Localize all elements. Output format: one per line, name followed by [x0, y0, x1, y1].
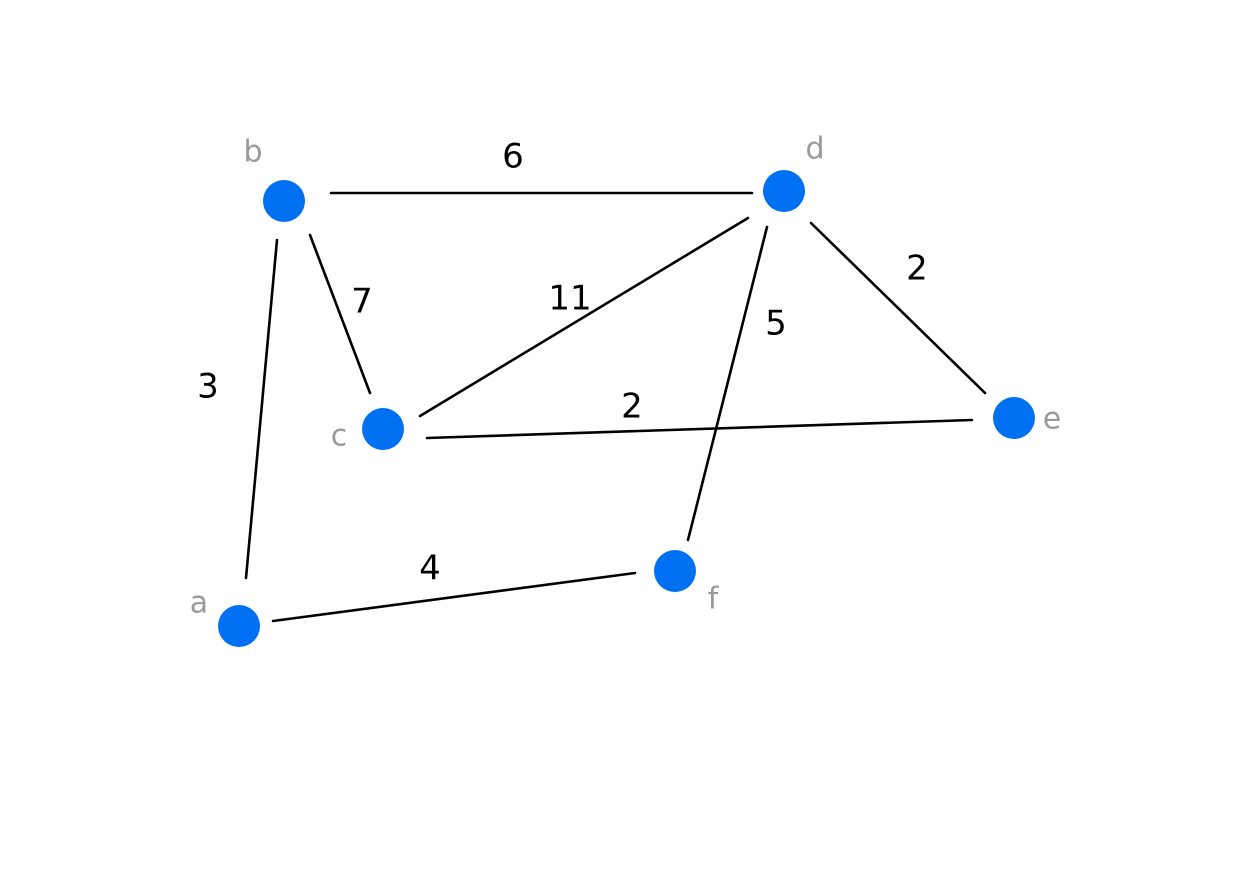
edge-d-f — [686, 225, 769, 542]
edge-weight-label: 7 — [351, 282, 373, 322]
node-label-a: a — [190, 586, 208, 621]
node-label-d: d — [805, 132, 824, 167]
node-label-f: f — [708, 582, 720, 617]
edge-weight-label: 6 — [502, 137, 524, 177]
edge-weight-label: 4 — [419, 549, 441, 589]
node-a — [218, 605, 260, 647]
edge-weight-label: 2 — [906, 249, 928, 289]
edge-c-d — [418, 216, 750, 418]
edge-weight-label: 2 — [621, 387, 643, 427]
node-label-e: e — [1043, 402, 1061, 437]
node-f — [654, 550, 696, 592]
edge-c-e — [425, 418, 974, 440]
node-b — [263, 180, 305, 222]
edge-weight-label: 11 — [548, 279, 591, 319]
edge-b-c — [308, 233, 372, 395]
node-e — [993, 397, 1035, 439]
edge-a-f — [271, 571, 637, 623]
node-c — [362, 408, 404, 450]
edge-weight-label: 3 — [197, 367, 219, 407]
node-label-c: c — [331, 419, 348, 454]
node-label-b: b — [243, 135, 262, 170]
edge-d-e — [809, 221, 987, 395]
edge-b-a — [244, 238, 279, 580]
node-d — [763, 170, 805, 212]
edge-weight-label: 5 — [765, 304, 787, 344]
